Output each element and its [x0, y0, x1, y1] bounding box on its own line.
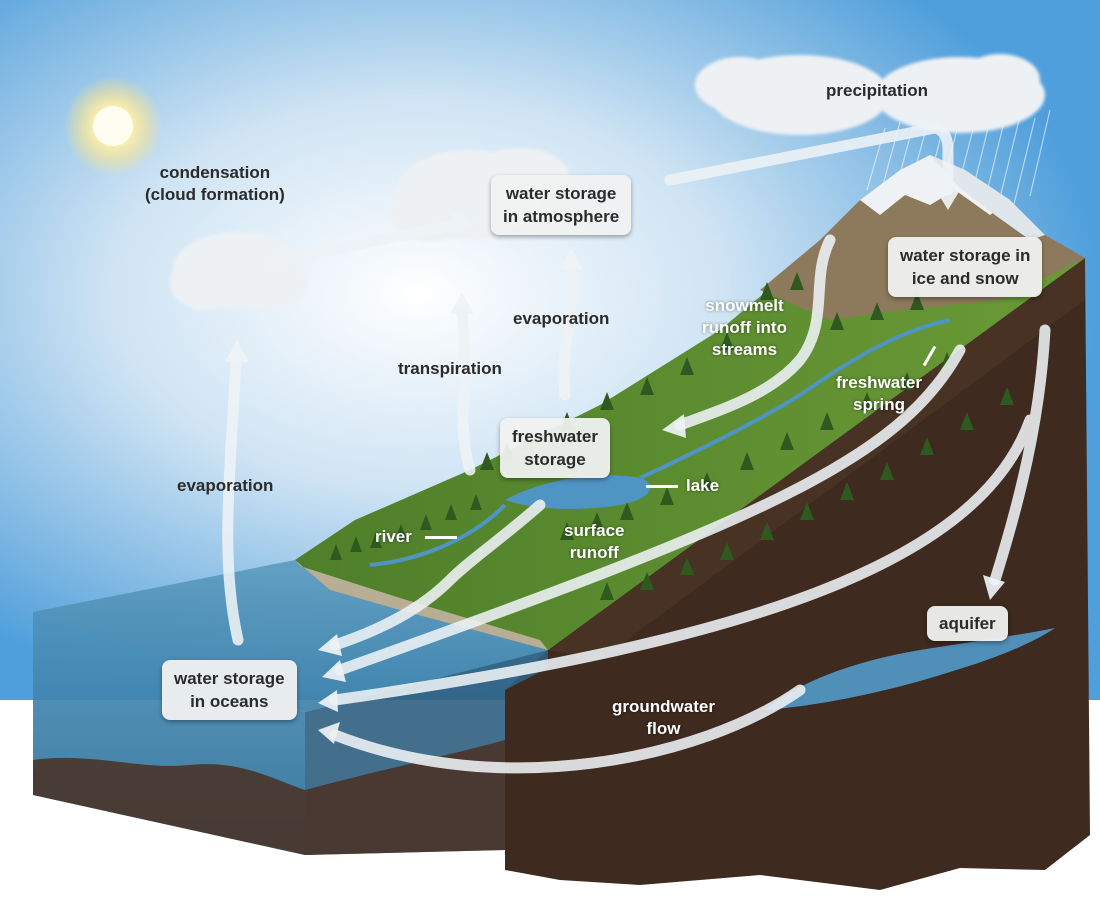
arrow-heads: [225, 190, 1005, 744]
soil-block: [505, 258, 1090, 890]
sun-icon: [63, 76, 163, 176]
river-label: river: [375, 527, 412, 546]
arrow-transpiration: [456, 306, 476, 476]
arrow-surface-runoff: [329, 499, 546, 651]
arrow-groundwater-2: [329, 684, 806, 774]
cloud-condensation: [170, 232, 307, 310]
river: [369, 318, 951, 567]
aquifer-layer: [765, 628, 1055, 710]
transpiration-label: transpiration: [398, 359, 502, 378]
evaporation-land-label: evaporation: [513, 309, 610, 328]
arrow-aquifer-down: [989, 324, 1051, 586]
arrow-condensation-to-atmosphere: [264, 219, 461, 268]
arrow-snowmelt: [674, 234, 836, 431]
arrow-ice-to-ocean: [334, 344, 966, 676]
forest: [330, 272, 1014, 600]
lake-pointer: [646, 485, 678, 488]
condensation-label: condensation(cloud formation): [145, 163, 285, 204]
evaporation-ocean-label: evaporation: [177, 476, 274, 495]
arrow-groundwater-1: [329, 414, 1036, 706]
aquifer-box: aquifer: [927, 606, 1008, 641]
ocean-block: [33, 560, 548, 712]
aquifer-text: aquifer: [939, 614, 996, 633]
flow-arrows: [222, 122, 1051, 774]
lake-label: lake: [686, 476, 720, 495]
arrow-ocean-evaporation: [222, 354, 244, 646]
arrow-atmosphere-to-precipitation: [664, 122, 954, 196]
sea-floor: [33, 757, 305, 855]
precipitation-label: precipitation: [826, 81, 929, 100]
arrow-land-evaporation: [558, 262, 578, 401]
cloud-precipitation: [695, 54, 1045, 135]
river-pointer: [425, 536, 457, 539]
